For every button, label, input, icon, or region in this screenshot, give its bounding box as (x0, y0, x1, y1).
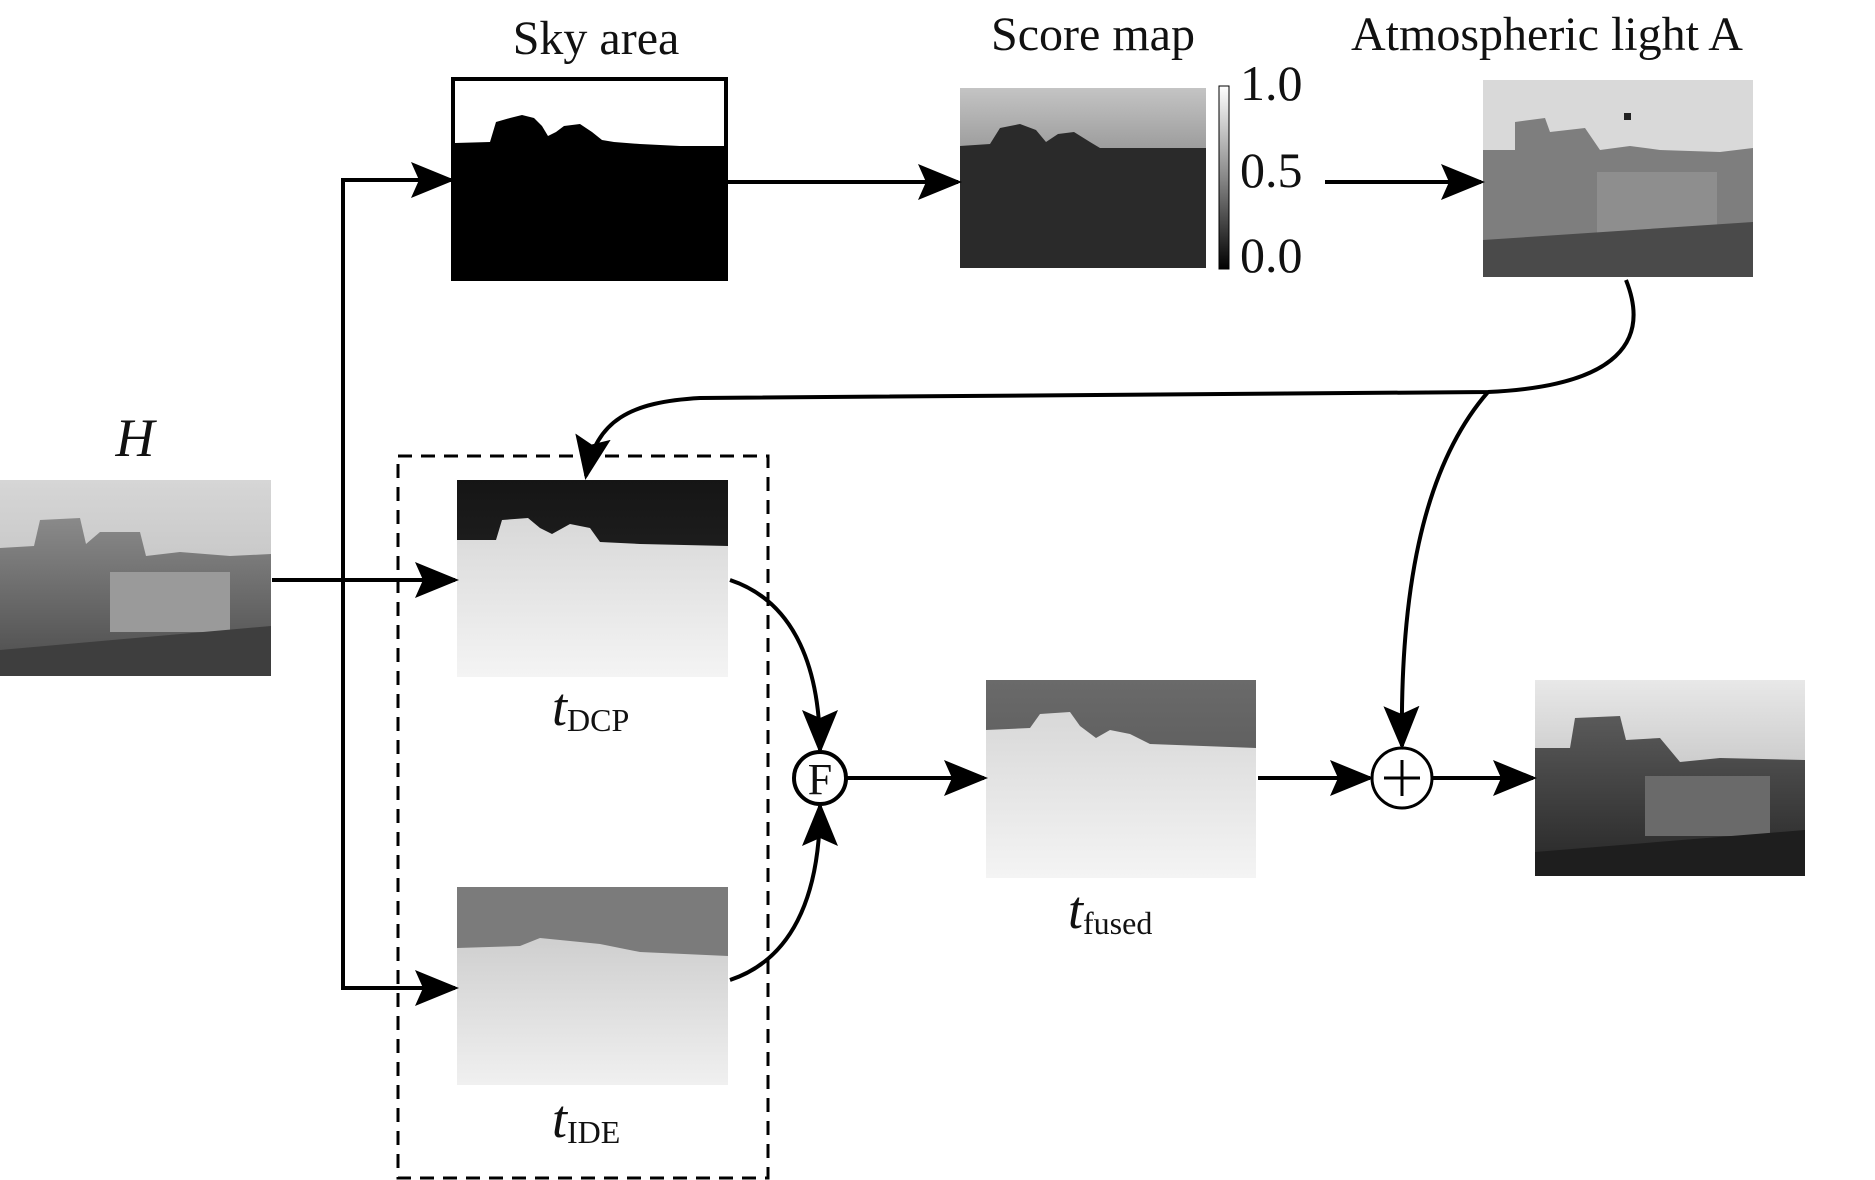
arrow-tide-to-fusion (729, 802, 838, 982)
t-dcp-label: tDCP (552, 677, 629, 738)
fusion-operator-symbol: F (808, 755, 832, 804)
arrow-tdcp-to-fusion (729, 578, 838, 754)
hazy-input-image (0, 480, 271, 676)
colorbar-max-label: 1.0 (1240, 55, 1303, 111)
score-colorbar (1218, 85, 1230, 270)
combine-operator (1370, 746, 1434, 810)
t-dcp-image (457, 480, 728, 677)
arrow-atmlight-to-tdcp (575, 279, 1636, 480)
colorbar-mid-label: 0.5 (1240, 142, 1303, 198)
fusion-operator: F (792, 750, 848, 806)
sky-area-mask (451, 77, 728, 281)
t-ide-label: tIDE (552, 1089, 620, 1150)
hazy-input-label: H (115, 408, 158, 468)
t-ide-image (457, 887, 728, 1085)
dehazed-output-image (1535, 680, 1805, 876)
score-map-title: Score map (991, 8, 1195, 61)
t-fused-label: tfused (1068, 880, 1152, 941)
arrow-atmlight-to-combine (1383, 390, 1490, 750)
colorbar-min-label: 0.0 (1240, 227, 1303, 283)
atmospheric-light-image (1483, 80, 1753, 277)
sky-area-title: Sky area (513, 12, 680, 65)
t-fused-image (986, 680, 1256, 878)
atmospheric-light-title: Atmospheric light A (1351, 8, 1743, 61)
score-map-image (960, 88, 1206, 268)
